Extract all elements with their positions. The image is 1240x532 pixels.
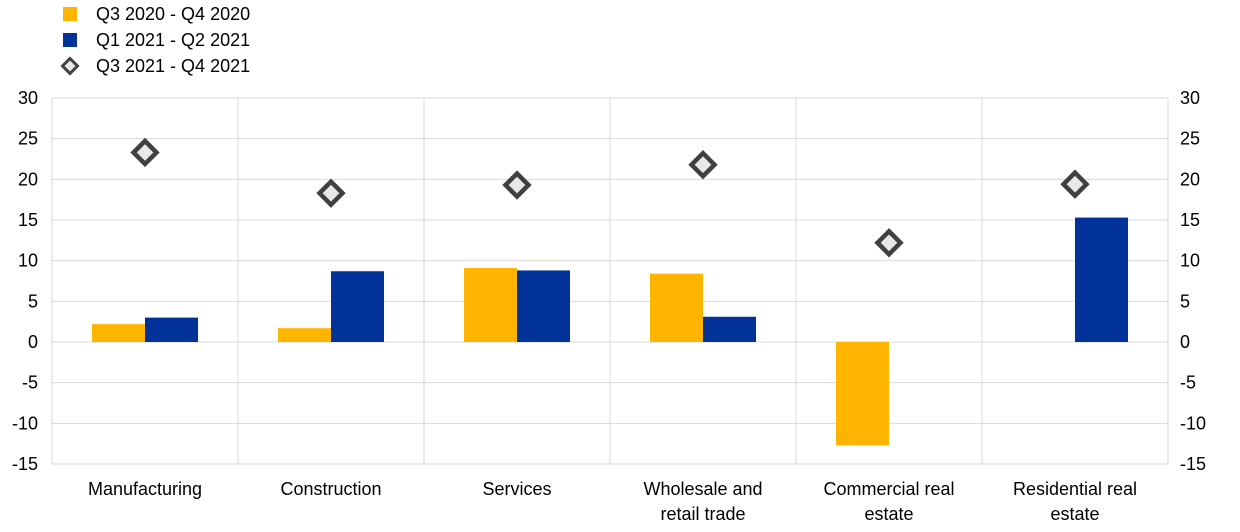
diamond-marker — [874, 228, 904, 258]
marker-layer — [130, 137, 1090, 258]
y-tick-label-left: 25 — [18, 129, 38, 149]
legend: Q3 2020 - Q4 2020 Q1 2021 - Q2 2021 Q3 202… — [60, 4, 250, 76]
bar-series-2 — [1075, 217, 1128, 342]
y-tick-label-right: 10 — [1180, 251, 1200, 271]
bar-series-2 — [331, 271, 384, 342]
y-tick-label-left: 5 — [28, 291, 38, 311]
y-tick-label-left: -5 — [22, 373, 38, 393]
x-tick-label: estate — [1050, 504, 1099, 524]
bar-series-1 — [278, 328, 331, 342]
y-tick-label-left: -15 — [12, 454, 38, 474]
grid-layer — [51, 97, 1169, 465]
y-tick-label-right: 25 — [1180, 129, 1200, 149]
bar-series-1 — [650, 273, 703, 342]
diamond-marker — [316, 178, 346, 208]
y-tick-label-right: 0 — [1180, 332, 1190, 352]
y-tick-label-right: 5 — [1180, 291, 1190, 311]
diamond-marker — [688, 150, 718, 180]
y-tick-label-right: 15 — [1180, 210, 1200, 230]
y-tick-label-left: 20 — [18, 169, 38, 189]
bar-series-2 — [145, 317, 198, 342]
x-tick-label: estate — [864, 504, 913, 524]
diamond-marker — [502, 170, 532, 200]
bar-series-2 — [517, 270, 570, 342]
x-tick-label: Residential real — [1013, 479, 1137, 499]
x-tick-label: retail trade — [660, 504, 745, 524]
legend-swatch-square — [63, 7, 77, 21]
bar-series-2 — [703, 316, 756, 342]
y-tick-label-left: 0 — [28, 332, 38, 352]
legend-label: Q3 2021 - Q4 2021 — [96, 56, 250, 76]
legend-swatch-square — [63, 33, 77, 47]
x-tick-label: Construction — [280, 479, 381, 499]
bar-series-1 — [464, 267, 517, 342]
y-tick-label-left: 30 — [18, 88, 38, 108]
y-tick-label-left: 15 — [18, 210, 38, 230]
x-tick-label: Wholesale and — [643, 479, 762, 499]
y-tick-label-right: -15 — [1180, 454, 1206, 474]
x-tick-label: Services — [482, 479, 551, 499]
y-tick-label-left: -10 — [12, 413, 38, 433]
diamond-marker — [130, 137, 160, 168]
x-tick-label: Manufacturing — [88, 479, 202, 499]
y-tick-label-right: 30 — [1180, 88, 1200, 108]
bar-layer — [92, 217, 1128, 446]
y-tick-label-right: -5 — [1180, 373, 1196, 393]
y-tick-label-right: -10 — [1180, 413, 1206, 433]
bar-series-1 — [92, 324, 145, 342]
bar-series-1 — [836, 342, 889, 446]
legend-label: Q3 2020 - Q4 2020 — [96, 4, 250, 24]
x-tick-label: Commercial real — [823, 479, 954, 499]
diamond-marker — [1060, 169, 1090, 199]
y-tick-label-left: 10 — [18, 251, 38, 271]
axis-layer: 30 30 25 25 20 20 15 15 10 10 5 5 0 0 -5 -5 -10 -10 -15 -15… — [12, 88, 1206, 524]
legend-swatch-diamond — [60, 56, 80, 76]
y-tick-label-right: 20 — [1180, 169, 1200, 189]
legend-label: Q1 2021 - Q2 2021 — [96, 30, 250, 50]
